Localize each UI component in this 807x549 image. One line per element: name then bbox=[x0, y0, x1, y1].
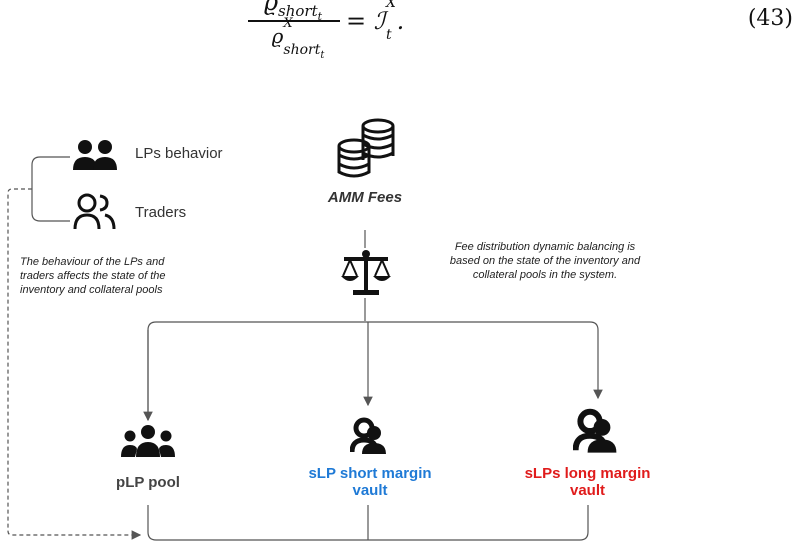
distribution-bus bbox=[147, 321, 603, 420]
feedback-dashed-line bbox=[7, 188, 142, 540]
slp-short-vault-label: sLP short margin vault bbox=[308, 465, 432, 499]
users-filled-icon bbox=[72, 138, 118, 177]
balance-scale-icon bbox=[340, 248, 392, 303]
fraction-bar bbox=[248, 20, 340, 22]
behaviour-note: The behaviour of the LPs and traders aff… bbox=[20, 256, 166, 296]
slp-long-vault-label: sLPs long margin vault bbox=[524, 465, 651, 499]
coins-stack-icon bbox=[334, 116, 398, 185]
user-group-icon bbox=[349, 416, 388, 461]
users-outline-icon bbox=[72, 193, 118, 236]
fee-distribution-note: Fee distribution dynamic balancing is ba… bbox=[449, 241, 641, 281]
equation-number: (43) bbox=[747, 6, 793, 31]
amm-fees-label: AMM Fees bbox=[327, 189, 403, 206]
actors-bracket bbox=[31, 156, 70, 222]
plp-pool-label: pLP pool bbox=[116, 474, 180, 491]
user-group-icon-long bbox=[572, 407, 619, 460]
traders-label: Traders bbox=[135, 204, 187, 221]
lps-behavior-label: LPs behavior bbox=[135, 145, 223, 162]
equation-numerator: ϱshortt bbox=[263, 0, 323, 23]
group-icon bbox=[120, 424, 176, 463]
